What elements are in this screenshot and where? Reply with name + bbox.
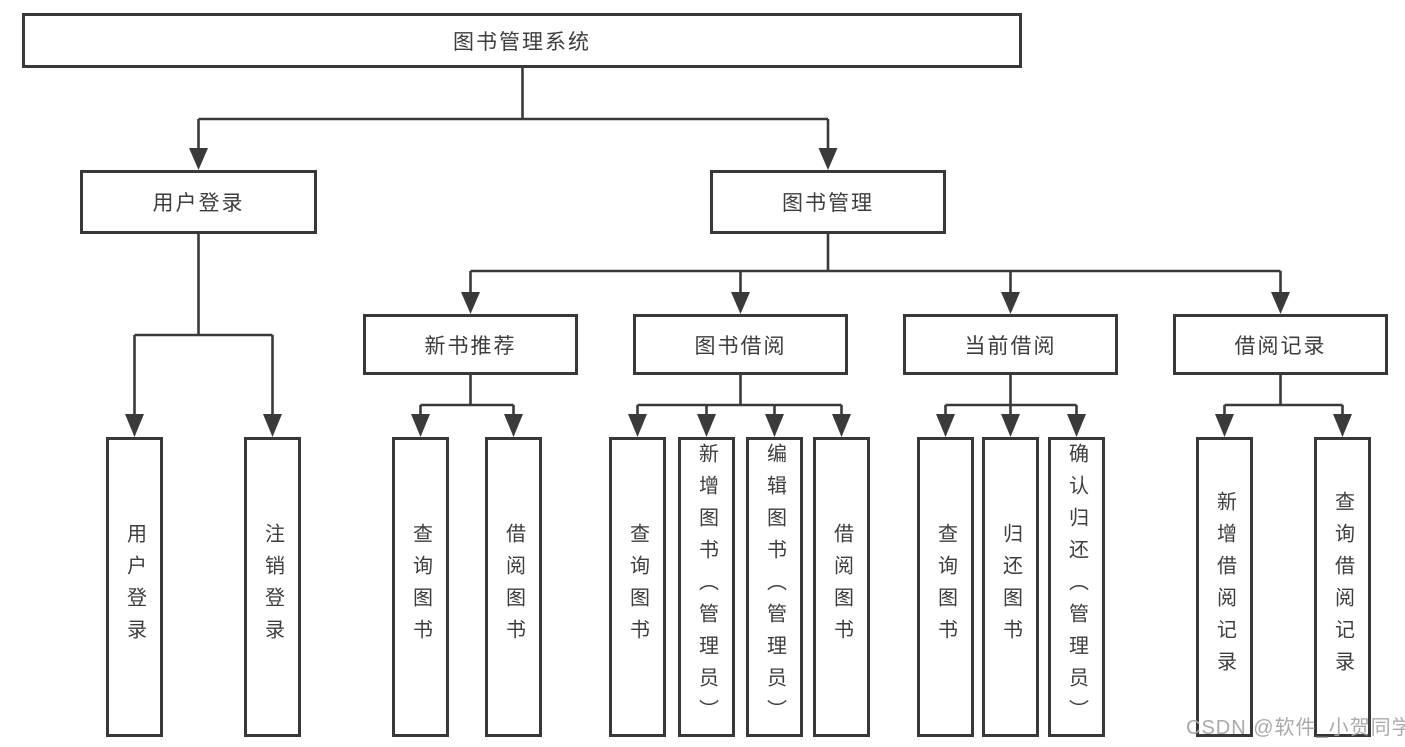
node-leaf-logout-label: 注销登录 <box>261 523 284 651</box>
node-book-management: 图书管理 <box>710 170 946 234</box>
node-leaf-user-login: 用户登录 <box>106 437 163 737</box>
node-leaf-query-borrow-record: 查询借阅记录 <box>1314 437 1371 737</box>
node-user-login-label: 用户登录 <box>152 192 245 215</box>
node-leaf-borrow-books-2-label: 借阅图书 <box>830 523 853 651</box>
node-leaf-add-borrow-record: 新增借阅记录 <box>1196 437 1253 737</box>
connector-borrowing-to-leaves <box>636 375 843 416</box>
node-leaf-query-books-1-label: 查询图书 <box>409 523 432 651</box>
node-leaf-user-login-label: 用户登录 <box>123 523 146 651</box>
node-leaf-query-books-1: 查询图书 <box>392 437 449 737</box>
node-current-borrowing: 当前借阅 <box>903 314 1118 375</box>
csdn-watermark: CSDN @软件_小贺同学 <box>1186 717 1405 739</box>
node-leaf-add-books-admin-label: 新增图书（管理员） <box>695 443 718 731</box>
connector-newbook-to-leaves <box>419 375 515 416</box>
node-new-book-recommend-label: 新书推荐 <box>424 334 517 358</box>
node-leaf-borrow-books-2: 借阅图书 <box>813 437 870 737</box>
connector-records-to-leaves <box>1223 375 1344 416</box>
connector-bookmgmt-to-level3 <box>469 234 1282 293</box>
node-leaf-confirm-return-admin: 确认归还（管理员） <box>1048 437 1105 737</box>
node-leaf-add-borrow-record-label: 新增借阅记录 <box>1213 491 1236 683</box>
node-leaf-return-books-label: 归还图书 <box>999 523 1022 651</box>
node-root-label: 图书管理系统 <box>453 30 591 54</box>
node-book-borrowing: 图书借阅 <box>633 314 848 375</box>
connector-current-to-leaves <box>944 375 1078 416</box>
node-leaf-edit-books-admin: 编辑图书（管理员） <box>746 437 803 737</box>
node-leaf-query-books-2-label: 查询图书 <box>626 523 649 651</box>
node-leaf-logout: 注销登录 <box>244 437 301 737</box>
node-borrowing-records-label: 借阅记录 <box>1234 334 1327 358</box>
connector-userlogin-to-leaves <box>133 234 274 416</box>
node-book-management-label: 图书管理 <box>782 192 874 215</box>
node-new-book-recommend: 新书推荐 <box>363 314 578 375</box>
node-leaf-borrow-books-1: 借阅图书 <box>485 437 542 737</box>
node-leaf-confirm-return-admin-label: 确认归还（管理员） <box>1065 443 1088 731</box>
node-borrowing-records: 借阅记录 <box>1173 314 1388 375</box>
connector-root-to-level2 <box>197 68 830 149</box>
node-leaf-add-books-admin: 新增图书（管理员） <box>678 437 735 737</box>
node-leaf-query-borrow-record-label: 查询借阅记录 <box>1331 491 1354 683</box>
node-book-borrowing-label: 图书借阅 <box>694 334 787 358</box>
node-leaf-query-books-3: 查询图书 <box>917 437 974 737</box>
node-leaf-return-books: 归还图书 <box>982 437 1039 737</box>
node-leaf-borrow-books-1-label: 借阅图书 <box>502 523 525 651</box>
node-root: 图书管理系统 <box>22 13 1022 68</box>
node-current-borrowing-label: 当前借阅 <box>964 334 1057 358</box>
arrowhead-icons <box>125 148 1352 437</box>
node-leaf-query-books-2: 查询图书 <box>609 437 666 737</box>
node-user-login: 用户登录 <box>80 170 317 234</box>
node-leaf-edit-books-admin-label: 编辑图书（管理员） <box>763 443 786 731</box>
node-leaf-query-books-3-label: 查询图书 <box>934 523 957 651</box>
